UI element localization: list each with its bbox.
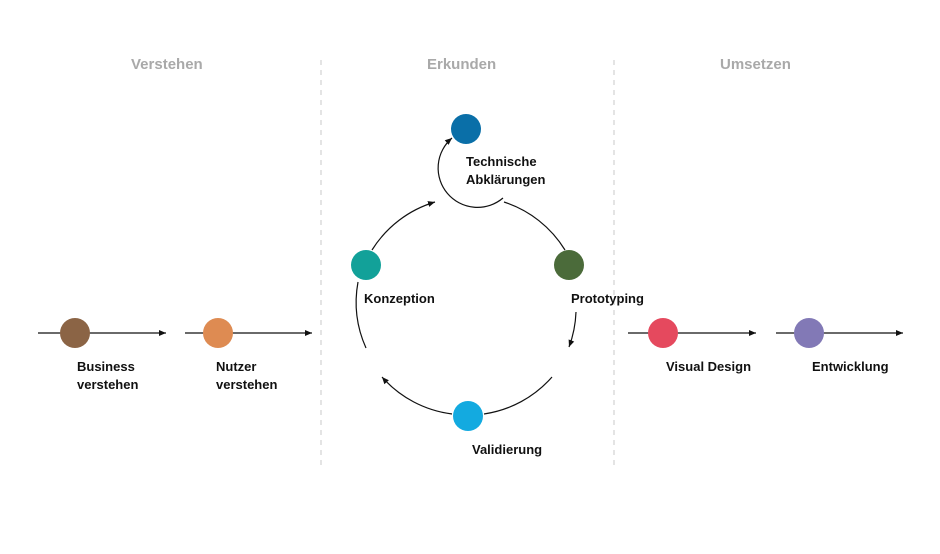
step-konzeption-label: Konzeption [364, 291, 435, 306]
step-nutzer-label: Nutzer verstehen [216, 358, 277, 394]
step-entwicklung-dot [794, 318, 824, 348]
cycle-arc-technische-to-prototyping [503, 201, 566, 251]
step-nutzer-dot [203, 318, 233, 348]
cycle-arc-validierung-from-right [483, 376, 553, 415]
cycle-arc-validierung-to-konzeption [381, 376, 453, 415]
step-prototyping-dot [554, 250, 584, 280]
step-business-label: Business verstehen [77, 358, 138, 394]
step-technische-line2: Abklärungen [466, 172, 546, 187]
step-technische-dot [451, 114, 481, 144]
step-prototyping-label: Prototyping [571, 291, 644, 306]
step-business-line1: Business [77, 359, 135, 374]
step-validierung-label: Validierung [472, 442, 543, 457]
loop-technische [437, 137, 504, 208]
cycle-arc-konzeption-down [355, 281, 367, 349]
step-validierung-dot [453, 401, 483, 431]
cycle-arc-prototyping-to-validierung [568, 311, 577, 348]
cycle-arc-konzeption-to-technische [371, 201, 436, 251]
step-visual-design-dot [648, 318, 678, 348]
step-business-line2: verstehen [77, 377, 139, 392]
step-nutzer-line1: Nutzer [216, 359, 257, 374]
phase-title-umsetzen: Umsetzen [720, 56, 791, 73]
step-konzeption-dot [351, 250, 381, 280]
step-business-dot [60, 318, 90, 348]
phase-title-verstehen: Verstehen [131, 56, 203, 73]
step-entwicklung-label: Entwicklung [812, 359, 889, 374]
step-nutzer-line2: verstehen [216, 377, 278, 392]
step-technische-label: Technische Abklärungen [466, 153, 545, 189]
step-visual-design-label: Visual Design [666, 359, 752, 374]
phase-title-erkunden: Erkunden [427, 56, 497, 73]
step-technische-line1: Technische [466, 154, 537, 169]
